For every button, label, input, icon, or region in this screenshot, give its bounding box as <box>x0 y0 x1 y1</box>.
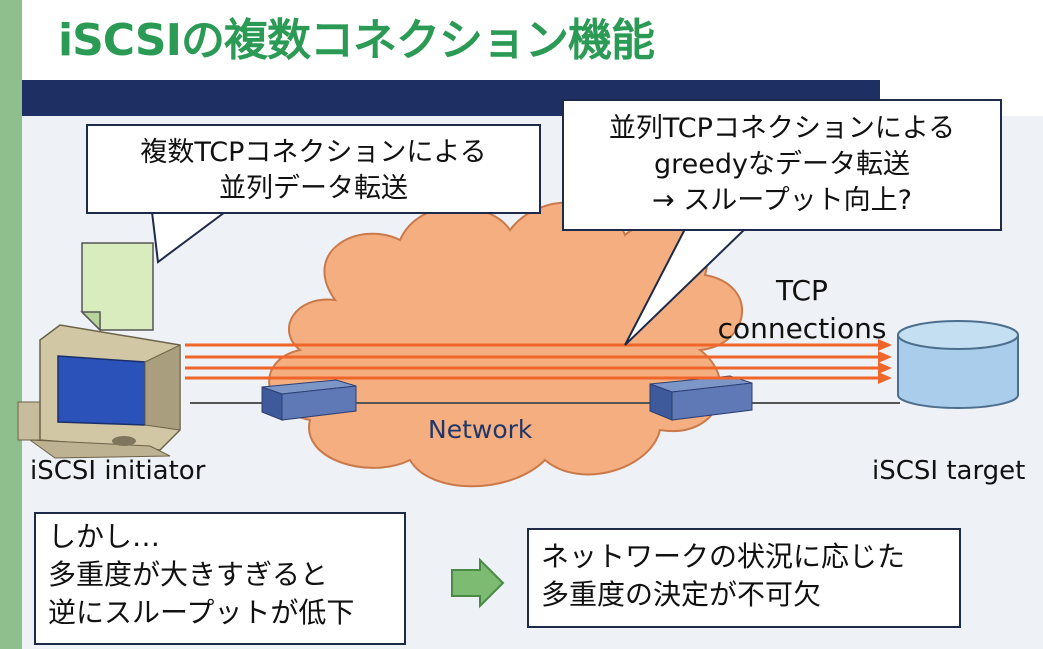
computer-icon <box>17 324 181 459</box>
initiator-label: iSCSI initiator <box>30 456 206 486</box>
tcp-arrowheads <box>878 339 892 384</box>
bottom-right-line2: 多重度の決定が不可欠 <box>541 578 822 611</box>
left-switch-icon <box>261 379 357 421</box>
tcp-label-line2: connections <box>717 312 887 345</box>
callout-left: 複数TCPコネクションによる 並列データ転送 <box>86 124 541 214</box>
storage-disk-icon <box>897 320 1019 409</box>
tcp-connection-lines <box>185 343 878 380</box>
document-icon <box>80 242 154 332</box>
right-arrow-icon <box>451 557 505 609</box>
tcp-label-line1: TCP <box>776 274 828 307</box>
bottom-left-note: しかし… 多重度が大きすぎると 逆にスループットが低下 <box>34 512 406 645</box>
callout-left-line1: 複数TCPコネクションによる <box>140 137 487 168</box>
bottom-left-line3: 逆にスループットが低下 <box>48 596 355 629</box>
callout-right: 並列TCPコネクションによる greedyなデータ転送 → スループット向上? <box>562 99 1002 231</box>
callout-right-line1: 並列TCPコネクションによる <box>608 113 956 144</box>
bottom-left-line2: 多重度が大きすぎると <box>48 558 329 591</box>
right-switch-icon <box>649 375 753 421</box>
bottom-right-note: ネットワークの状況に応じた 多重度の決定が不可欠 <box>527 528 961 628</box>
target-label: iSCSI target <box>872 456 1026 486</box>
callout-right-line2: greedyなデータ転送 <box>654 149 910 180</box>
callout-left-line2: 並列データ転送 <box>219 173 408 204</box>
callout-right-line3: → スループット向上? <box>652 185 912 216</box>
callout-left-tail <box>150 211 229 264</box>
bottom-left-line1: しかし… <box>48 520 161 553</box>
accent-sidebar <box>0 0 22 649</box>
bottom-right-line1: ネットワークの状況に応じた <box>541 540 906 573</box>
slide-title: iSCSIの複数コネクション機能 <box>58 15 655 66</box>
tcp-connections-label: TCP connections <box>712 272 892 348</box>
network-label: Network <box>428 415 533 444</box>
